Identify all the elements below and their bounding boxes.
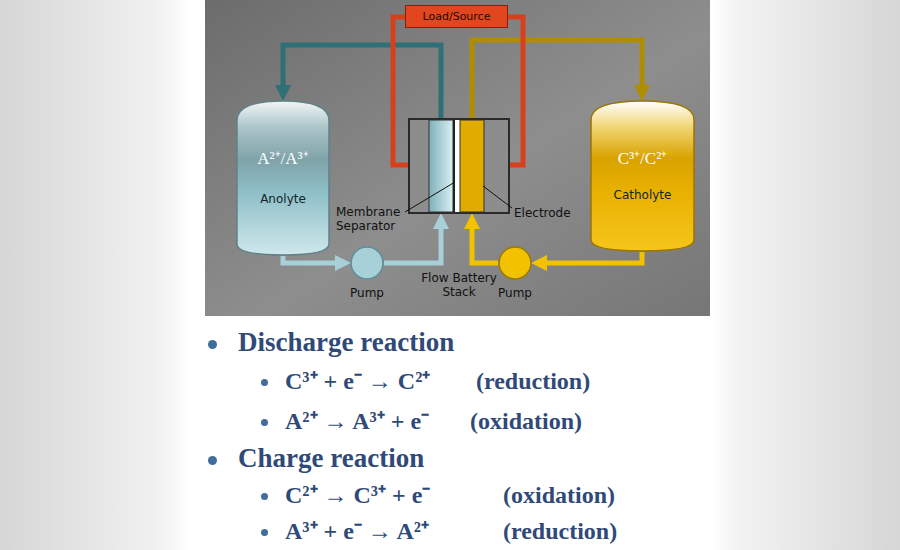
- arrowhead-carrier: [532, 263, 543, 264]
- reaction-equation: C³⁺ + e⁻ → C²⁺: [285, 368, 430, 394]
- reaction-type: (oxidation): [503, 482, 615, 508]
- bullet-dot: [261, 379, 268, 386]
- electric-wire: [393, 17, 408, 165]
- part-label: Membrane Separator: [336, 205, 404, 234]
- bullet-dot: [261, 419, 268, 426]
- tank-outline: [236, 100, 330, 256]
- tank-outline: [590, 100, 695, 252]
- pump-symbol: [498, 246, 532, 280]
- reaction-equation: C²⁺ → C³⁺ + e⁻: [285, 482, 430, 508]
- flow-pipe: [283, 256, 339, 263]
- flow-battery-stack: Flow Battery Stack: [408, 118, 510, 214]
- diagram-ground: [205, 0, 710, 316]
- bullet-dot: [208, 456, 217, 465]
- section-heading: Charge reaction: [238, 444, 424, 474]
- arrowhead-carrier: [339, 263, 350, 264]
- slide-panel: [190, 0, 710, 550]
- bullet-dot: [208, 340, 217, 349]
- ion-pair: C³⁺/C²⁺: [590, 146, 695, 169]
- reaction-equation: A²⁺ → A³⁺ + e⁻: [285, 408, 429, 434]
- pump-circle: Pump: [498, 246, 532, 280]
- bullet-dot: [261, 529, 268, 536]
- bullet-dot: [261, 493, 268, 500]
- stack-cells: [408, 118, 510, 214]
- reaction-equation: A³⁺ + e⁻ → A²⁺: [285, 518, 429, 544]
- reaction-type: (reduction): [476, 368, 590, 394]
- ion-pair: A²⁺/A³⁺: [236, 146, 330, 169]
- leader-line: [483, 186, 512, 208]
- pump-symbol: [350, 246, 384, 280]
- part-label: Electrode: [514, 206, 571, 220]
- pump-label: Pump: [350, 286, 384, 300]
- stack-label: Flow Battery Stack: [419, 271, 499, 300]
- leader-line: [405, 182, 455, 212]
- arrowhead-carrier: [441, 214, 442, 225]
- arrowhead-carrier: [472, 214, 473, 225]
- reaction-type: (reduction): [503, 518, 617, 544]
- electrolyte-tank: C³⁺/C²⁺ Catholyte: [590, 100, 695, 252]
- tank-name: Catholyte: [590, 188, 695, 202]
- electrolyte-tank: A²⁺/A³⁺ Anolyte: [236, 100, 330, 256]
- pump-label: Pump: [498, 286, 532, 300]
- electric-wire: [508, 17, 523, 165]
- tank-name: Anolyte: [236, 192, 330, 206]
- flow-pipe: [472, 225, 498, 263]
- box-label: Load/Source: [423, 10, 491, 23]
- reaction-type: (oxidation): [470, 408, 582, 434]
- section-heading: Discharge reaction: [238, 328, 454, 358]
- arrowhead-carrier: [642, 89, 643, 100]
- pump-circle: Pump: [350, 246, 384, 280]
- flow-pipe: [543, 252, 642, 263]
- load-source-box: Load/Source: [405, 5, 508, 28]
- arrowhead-carrier: [283, 89, 284, 100]
